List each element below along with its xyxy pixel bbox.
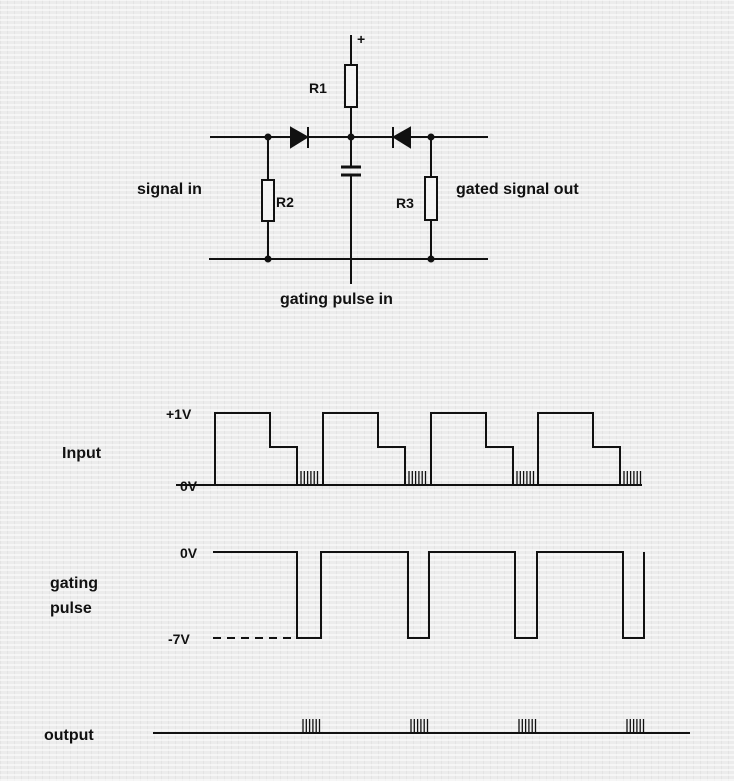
resistor-r1 (344, 64, 358, 108)
junction-dot (264, 133, 272, 141)
signal-in-label: signal in (137, 181, 202, 198)
supply-label: + (357, 31, 365, 47)
gating-waveform (213, 551, 645, 639)
input-pulse (322, 412, 406, 485)
input-pulse (430, 412, 514, 485)
diode-output (392, 126, 411, 149)
resistor-r3 (424, 176, 438, 221)
r1-label: R1 (309, 80, 327, 96)
diode-input (290, 126, 309, 149)
gated-signal-out-label: gated signal out (456, 181, 579, 198)
input-high-label: +1V (166, 406, 192, 422)
output-label: output (44, 727, 94, 744)
input-pulse (214, 412, 298, 485)
gating-label-line1: gating (50, 575, 98, 592)
junction-dot (427, 133, 435, 141)
input-waveform (176, 412, 642, 486)
output-waveform (153, 719, 690, 734)
gating-low-label: -7V (168, 631, 190, 647)
input-pulse (537, 412, 621, 485)
circuit-schematic (209, 35, 488, 284)
input-label: Input (62, 445, 102, 462)
junction-dot (347, 133, 355, 141)
resistor-r2 (261, 179, 275, 222)
gating-pulse-in-label: gating pulse in (280, 291, 393, 308)
r3-label: R3 (396, 195, 414, 211)
r2-label: R2 (276, 194, 294, 210)
junction-dot (427, 255, 435, 263)
gating-high-label: 0V (180, 545, 198, 561)
junction-dot (264, 255, 272, 263)
gating-label-line2: pulse (50, 600, 92, 617)
